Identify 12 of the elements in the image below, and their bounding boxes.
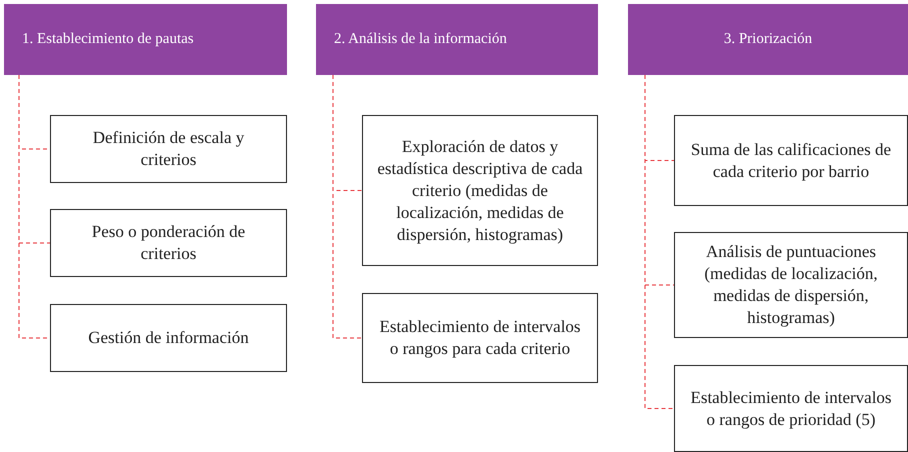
phase-header: 1. Establecimiento de pautas: [4, 4, 287, 75]
process-box: Análisis de puntuaciones (medidas de localización, medidas de dispersión, histogramas): [674, 232, 908, 338]
process-box: Establecimiento de intervalos o rangos de prioridad (5): [674, 365, 908, 452]
process-box: Gestión de información: [50, 304, 287, 372]
phase-header: 3. Priorización: [628, 4, 908, 75]
process-box: Peso o ponderación de criterios: [50, 209, 287, 277]
process-box: Establecimiento de intervalos o rangos para cada criterio: [362, 293, 598, 383]
process-box: Suma de las calificaciones de cada criterio por barrio: [674, 115, 908, 206]
process-box: Definición de escala y criterios: [50, 115, 287, 183]
process-box: Exploración de datos y estadística descriptiva de cada criterio (medidas de localización, medidas de dispersión, histogramas): [362, 115, 598, 266]
connector-line: [332, 74, 362, 338]
phase-header: 2. Análisis de la información: [316, 4, 598, 75]
